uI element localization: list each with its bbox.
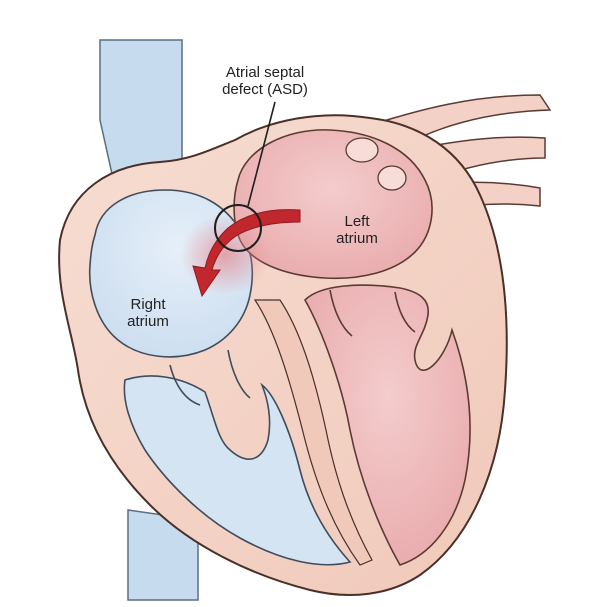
mitral-leaflet-2 xyxy=(394,291,416,333)
septum xyxy=(253,299,373,566)
left-ventricle-chamber xyxy=(304,284,471,566)
right-ventricle-chamber xyxy=(123,375,352,566)
left-atrium-label-line2: atrium xyxy=(336,230,378,247)
asd-label: Atrial septal defect (ASD) xyxy=(206,64,324,98)
asd-callout-circle xyxy=(214,204,262,252)
right-atrium-label: Right atrium xyxy=(113,296,183,330)
asd-label-line1: Atrial septal xyxy=(225,64,305,81)
left-atrium-label-line1: Left xyxy=(344,213,370,230)
pulmonary-vein-opening-2 xyxy=(377,165,407,191)
pulmonary-vein-opening-1 xyxy=(345,137,379,163)
right-atrium-label-line2: atrium xyxy=(127,313,169,330)
left-atrium-label: Left atrium xyxy=(326,213,388,247)
tricuspid-leaflet-1 xyxy=(169,364,201,406)
asd-leader-line xyxy=(247,101,276,207)
shunt-arrow xyxy=(192,209,301,298)
right-atrium-label-line1: Right xyxy=(130,296,166,313)
mitral-leaflet-1 xyxy=(329,289,353,337)
tricuspid-leaflet-2 xyxy=(227,349,251,399)
asd-label-line2: defect (ASD) xyxy=(222,81,308,98)
